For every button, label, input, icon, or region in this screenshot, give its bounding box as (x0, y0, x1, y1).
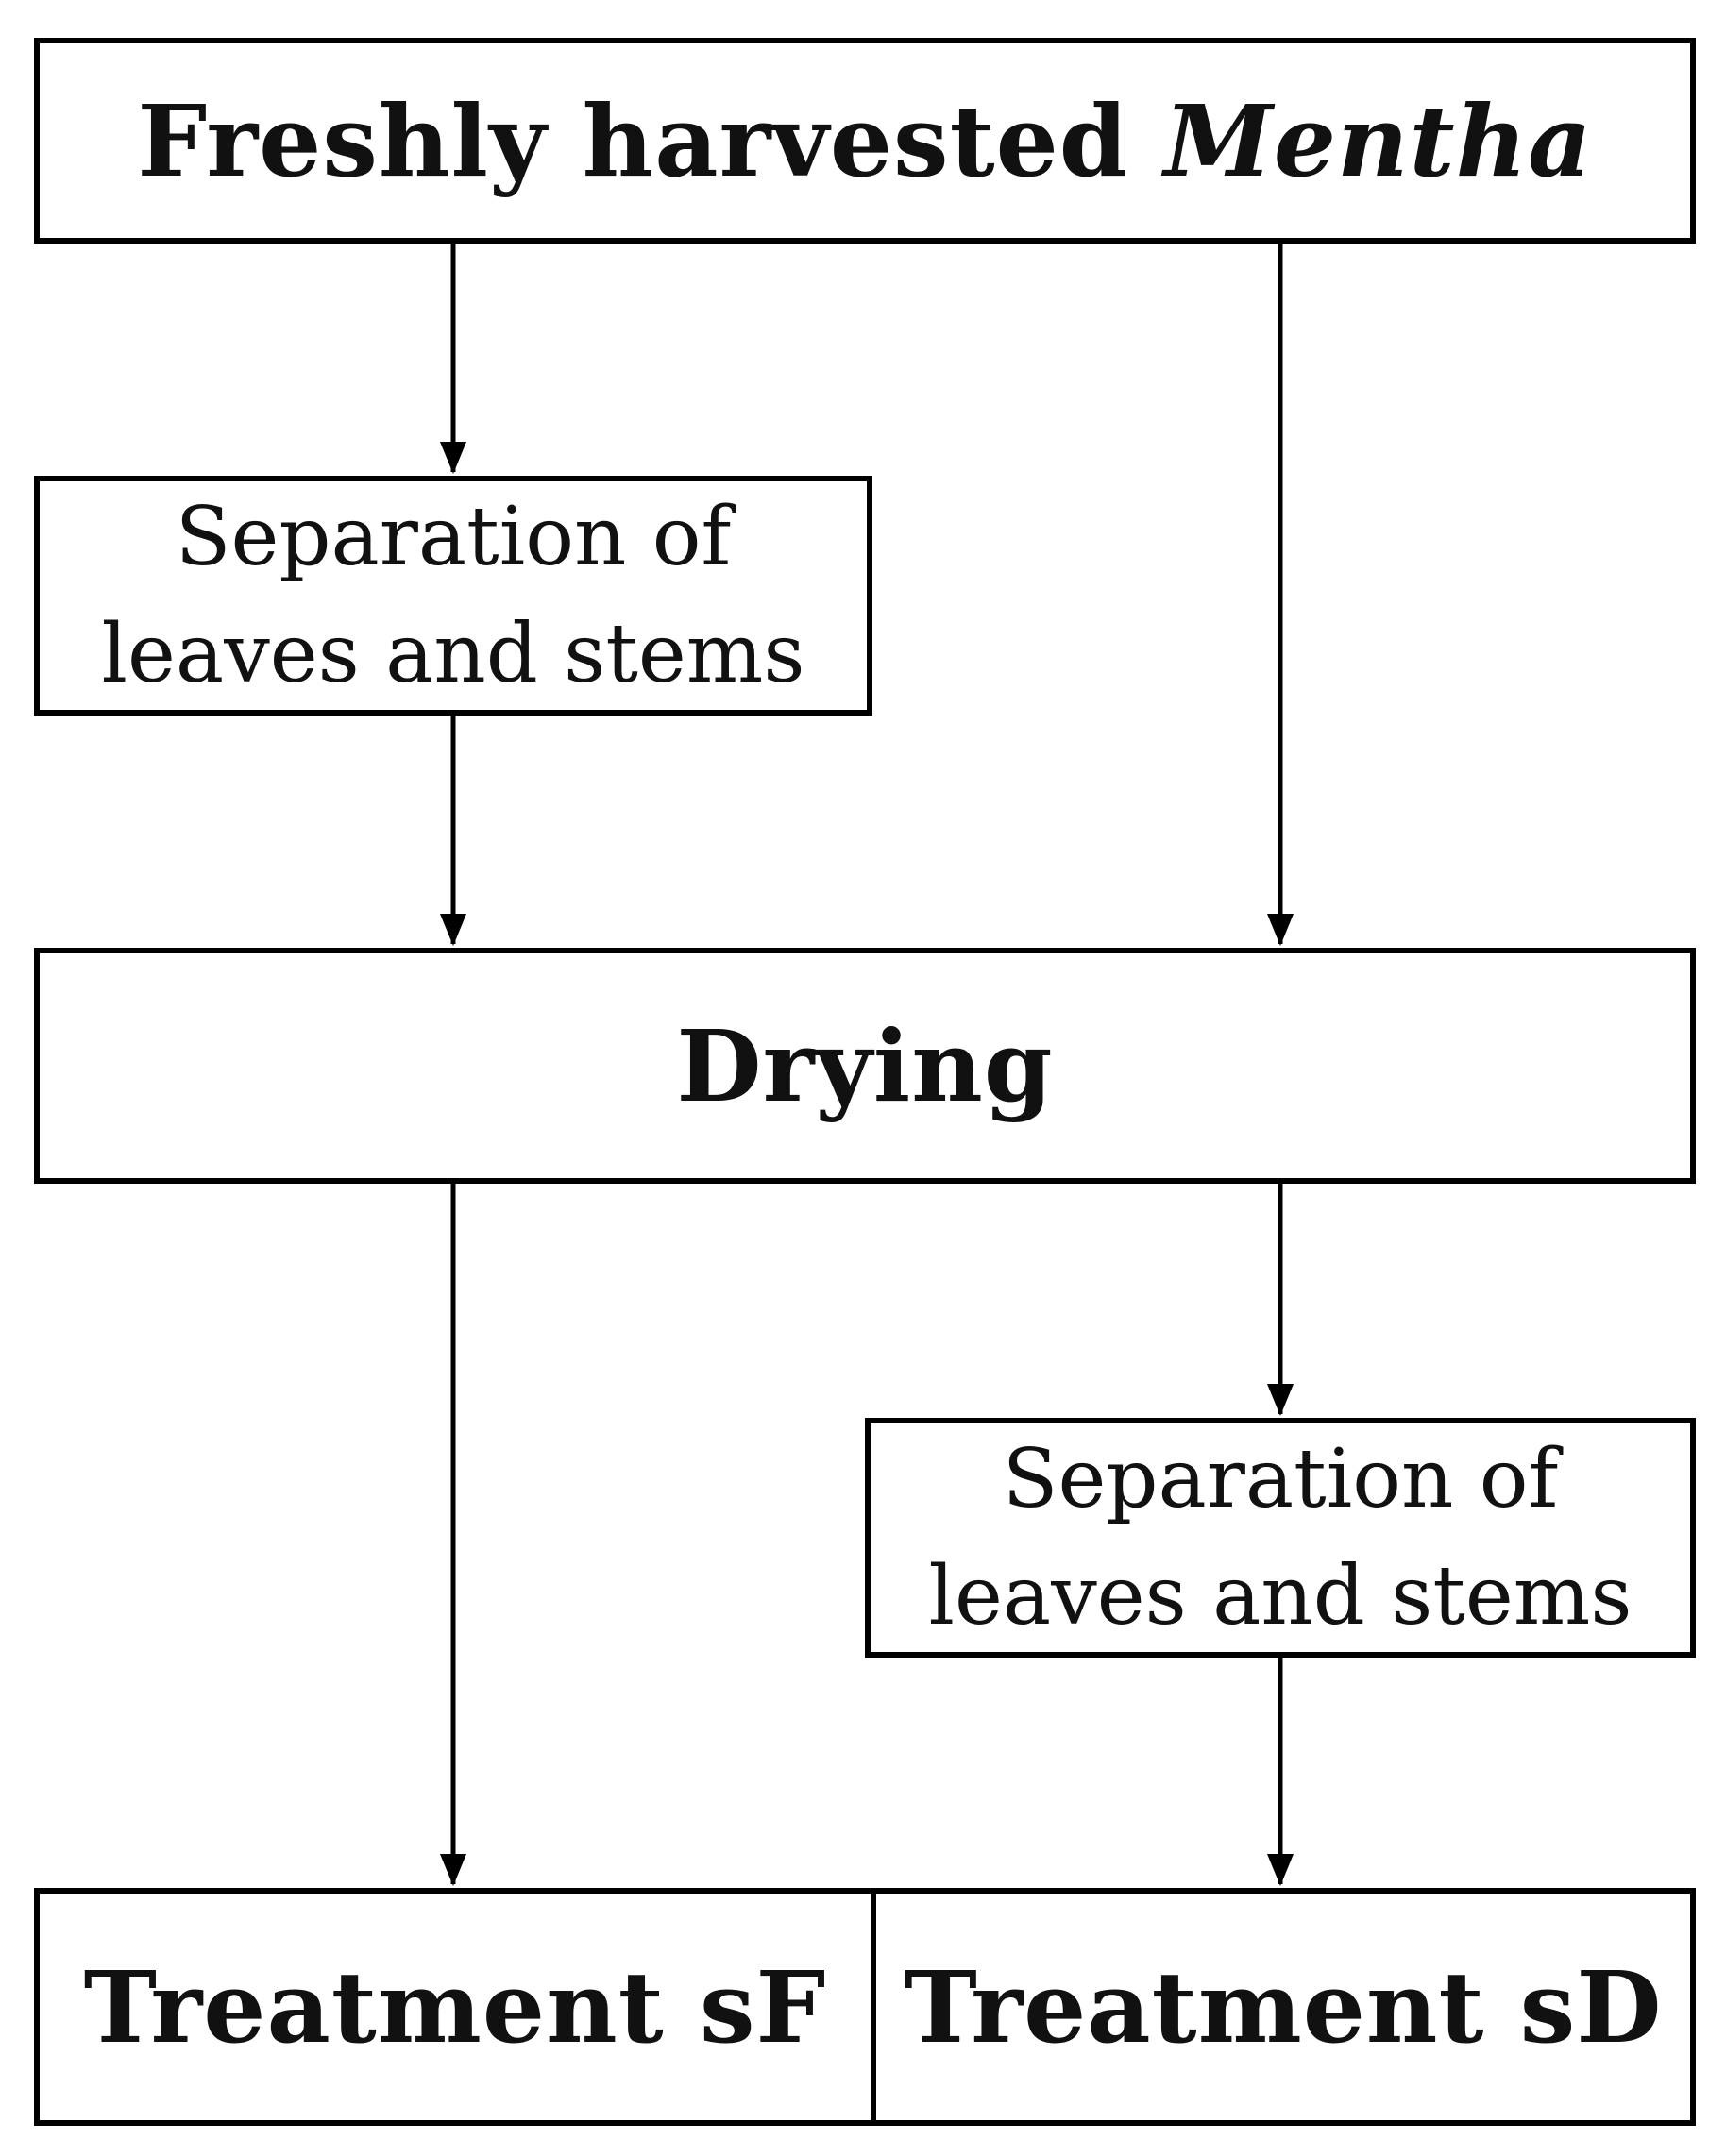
separation-left-line1: Separation of (175, 490, 732, 584)
treatment-sD-label: Treatment sD (904, 1948, 1663, 2065)
node-separation-left: Separation of leaves and stems (34, 476, 872, 716)
arrowhead (440, 1854, 466, 1886)
harvest-text: Freshly harvested (137, 82, 1164, 199)
drying-label: Drying (676, 1007, 1054, 1124)
node-treatment-sF: Treatment sF (34, 1888, 876, 2126)
separation-left-line2: leaves and stems (101, 607, 805, 701)
node-harvest-label: Freshly harvested Mentha (137, 83, 1592, 199)
treatment-sF-label: Treatment sF (83, 1948, 827, 2065)
separation-right-line1: Separation of (1002, 1432, 1559, 1526)
node-drying: Drying (34, 948, 1696, 1184)
arrowhead (1267, 914, 1294, 946)
arrowhead (1267, 1384, 1294, 1416)
arrowhead (440, 914, 466, 946)
node-treatment-sD: Treatment sD (871, 1888, 1696, 2126)
separation-right-line2: leaves and stems (928, 1549, 1633, 1643)
node-separation-right: Separation of leaves and stems (865, 1418, 1696, 1658)
harvest-italic-genus: Mentha (1163, 82, 1593, 199)
arrowhead (1267, 1854, 1294, 1886)
arrowhead (440, 442, 466, 474)
node-freshly-harvested: Freshly harvested Mentha (34, 38, 1696, 244)
